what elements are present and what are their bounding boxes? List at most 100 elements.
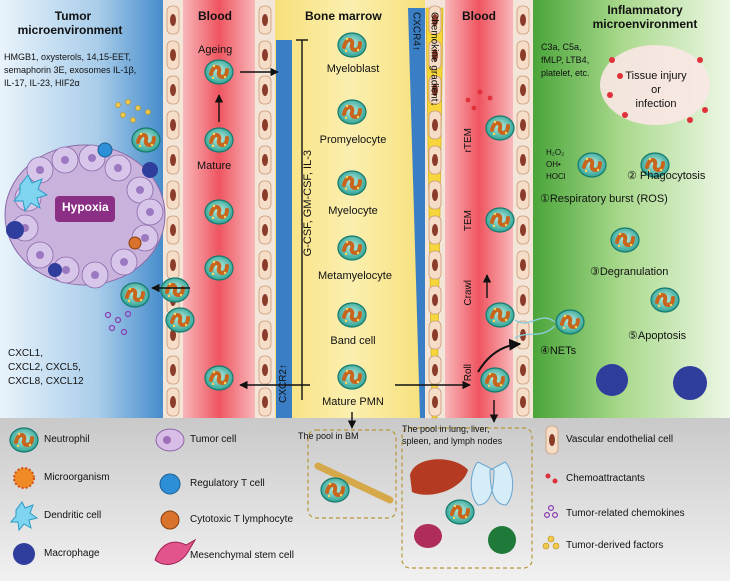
bone-marrow-panel [275,0,425,418]
treg-cell [97,142,113,158]
inflammatory-attractant-2: fMLP, LTB4, [541,55,590,65]
wall-neutrophil-left-1 [159,276,191,304]
legend-ctl-icon [160,510,180,530]
wall-neutrophil-left-2 [164,306,196,334]
left-blood-neutrophil-mature [203,126,235,154]
tumor-chemokine-dots [104,310,132,336]
stage-myeloblast: Myeloblast [326,63,380,75]
legend-endothelial: Vascular endothelial cell [566,434,674,445]
legend-treg: Regulatory T cell [190,478,265,489]
bm-promyelocyte [336,98,368,126]
tumor-derived-factor-dots [115,99,151,123]
cxcr4-label: CXCR4↑ [410,12,422,51]
legend-tumor-chemokine-icon [543,505,558,518]
tumor-neutrophil-2 [119,281,151,309]
stage-metamyelocyte: Metamyelocyte [318,270,392,282]
ros-h2o2: H₂O₂ [546,148,565,157]
nets-fibers [514,317,556,339]
dendritic-cell-tumor [13,174,49,213]
ctl-tumor [128,236,142,250]
legend-microorganism: Microorganism [44,472,110,483]
bm-band-cell [336,301,368,329]
legend-dendritic: Dendritic cell [44,510,102,521]
lymph-node-icon [488,526,516,554]
liver-icon [410,459,468,495]
legend-microorganism-icon [13,467,35,489]
tumor-factor-2: semaphorin 3E, exosomes IL-1β, [4,65,137,75]
mature-label: Mature [197,160,232,172]
bm-pool-label: The pool in BM [298,431,359,441]
tumor-chemokine-3: CXCL8, CXCL12 [8,376,84,387]
organ-pool-label-2: spleen, and lymph nodes [402,436,503,446]
rtem-neutrophil [484,114,516,142]
apoptosis-label: ⑤Apoptosis [628,330,687,342]
ros-hocl: HOCl [546,172,566,181]
roll-label: Roll [463,364,474,382]
bm-metamyelocyte [336,234,368,262]
rtem-label: rTEM [463,128,474,153]
cxcr4-wedge [408,8,425,418]
tumor-neutrophil-1 [130,126,162,154]
tem-label: TEM [463,210,474,232]
bone-marrow-title: Bone marrow [305,9,382,23]
legend-treg-icon [159,473,181,495]
crawl-neutrophil [484,301,516,329]
tumor-factor-3: IL-17, IL-23, HIF2α [4,78,80,88]
stage-band-cell: Band cell [330,335,376,347]
chemoattractant-dots-blood [465,89,493,111]
left-blood-neutrophil-3 [203,198,235,226]
arrow-roll [477,338,522,373]
legend-dendritic-icon [9,501,39,532]
legend-tumor-factor-icon [542,535,560,550]
legend-msc-icon [154,538,197,565]
legend-macrophage-icon [13,543,35,565]
legend-chemoattractant-icon [545,473,558,484]
tumor-chemokine-2: CXCL2, CXCL5, [8,362,81,373]
bone-icon [314,462,394,504]
phagocytosis-label: ② Phagocytosis [627,170,706,182]
bottom-panel [0,418,730,581]
macrophage-inflammatory-1 [596,364,628,396]
inflammatory-title-1: Inflammatory [607,3,683,17]
apoptosis-neutrophil [649,286,681,314]
tumor-factor-1: HMGB1, oxysterols, 14,15-EET, [4,52,132,62]
cxcr2-wedge [276,40,292,418]
bm-pool-neutrophil [319,476,351,504]
legend-tumor-factors: Tumor-derived factors [566,540,664,551]
injury-line-1: Tissue injury [625,70,687,82]
tumor-title-1: Tumor [54,9,92,23]
tem-neutrophil [484,206,516,234]
macrophage-tumor-2 [142,162,158,178]
degranulation-label: ③Degranulation [590,266,669,278]
inflammatory-attractant-3: platelet, etc. [541,68,590,78]
right-blood-title: Blood [462,9,496,23]
left-blood-neutrophil-5 [203,364,235,392]
organ-pool-label-1: The pool in lung, liver, [402,424,490,434]
stage-myelocyte: Myelocyte [328,205,378,217]
legend-neutrophil-icon [8,426,40,454]
ageing-label: Ageing [198,44,233,56]
roll-neutrophil [479,366,511,394]
tumor-chemokine-1: CXCL1, [8,348,44,359]
bm-pool-box [307,429,397,519]
phagocytosis-neutrophil [576,151,608,179]
degranulation-neutrophil [609,226,641,254]
bm-myeloblast [336,31,368,59]
legend-chemoattractants: Chemoattractants [566,473,645,484]
macrophage-inflammatory-2 [673,366,707,400]
legend-macrophage: Macrophage [44,548,100,559]
organ-pool-neutrophil [444,498,476,526]
hypoxia-label: Hypoxia [62,200,109,214]
legend-tumor-cell: Tumor cell [190,434,237,445]
crawl-label: Crawl [463,280,474,306]
stage-mature-pmn: Mature PMN [322,396,384,408]
legend-neutrophil: Neutrophil [44,434,90,445]
bm-mature-pmn [336,363,368,391]
injury-line-3: infection [635,98,677,110]
organ-pool-box [401,427,533,569]
legend-ctl: Cytotoxic T lymphocyte [190,514,294,525]
bm-myelocyte [336,169,368,197]
injury-line-2: or [651,84,661,96]
left-blood-title: Blood [198,9,232,23]
stage-promyelocyte: Promyelocyte [319,134,387,146]
